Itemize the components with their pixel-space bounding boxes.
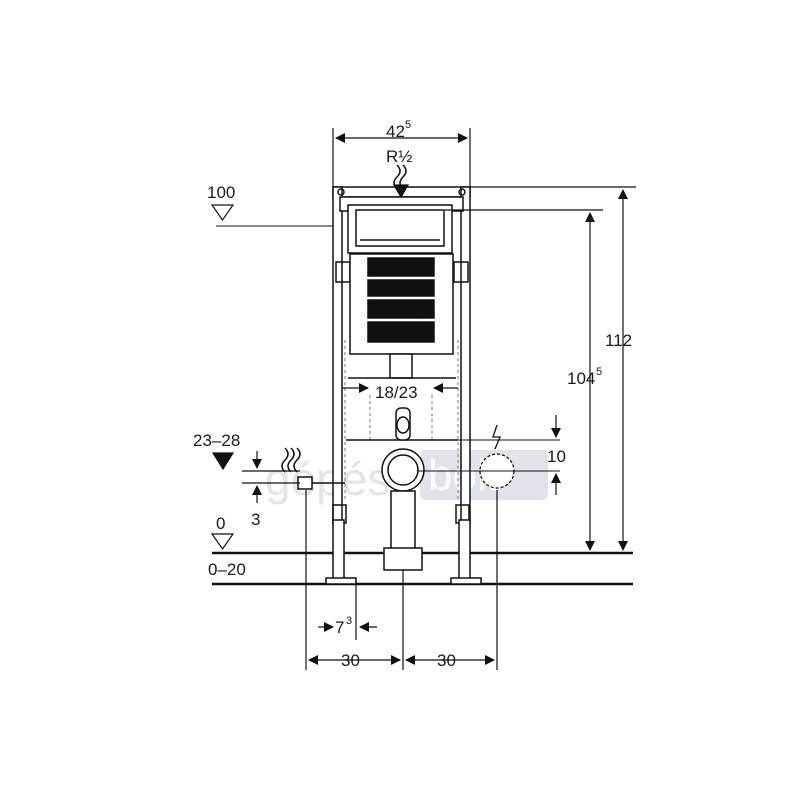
label-offset-10: 10 [547, 447, 566, 466]
label-dim-30-left: 30 [341, 651, 360, 670]
label-height-104-sup: 5 [596, 366, 602, 378]
dimension-labels: 42 5 R½ 100 112 104 5 18/23 23–28 3 10 0… [193, 119, 632, 670]
brand-label: GEBERIT [388, 305, 429, 315]
level-triangle-23-28 [211, 452, 235, 471]
mounting-frame [325, 186, 482, 585]
inlet-arrow [392, 184, 410, 199]
label-dim-7-sup: 3 [346, 615, 352, 627]
level-triangle-100 [210, 204, 235, 222]
label-height-112: 112 [605, 331, 632, 350]
electrical-connection [418, 424, 560, 489]
label-offset-3: 3 [251, 510, 260, 529]
label-level-0: 0 [216, 514, 225, 533]
dimension-lines [242, 128, 636, 670]
label-thread: R½ [386, 147, 412, 166]
cistern: GEBERIT [348, 253, 456, 379]
label-top-width-sup: 5 [405, 119, 411, 131]
dashed-lines [344, 340, 459, 500]
label-level-100: 100 [207, 183, 235, 202]
label-height-104: 104 [567, 369, 595, 388]
label-dim-7: 7 [335, 618, 344, 637]
label-dim-30-right: 30 [437, 651, 456, 670]
level-triangle-0 [210, 533, 235, 551]
label-top-width: 42 [386, 122, 405, 141]
label-range-23-28: 23–28 [193, 431, 240, 450]
flush-pipe [346, 407, 458, 571]
level-markers [210, 184, 410, 551]
label-range-0-20: 0–20 [208, 560, 246, 579]
label-pipe-width: 18/23 [375, 383, 418, 402]
